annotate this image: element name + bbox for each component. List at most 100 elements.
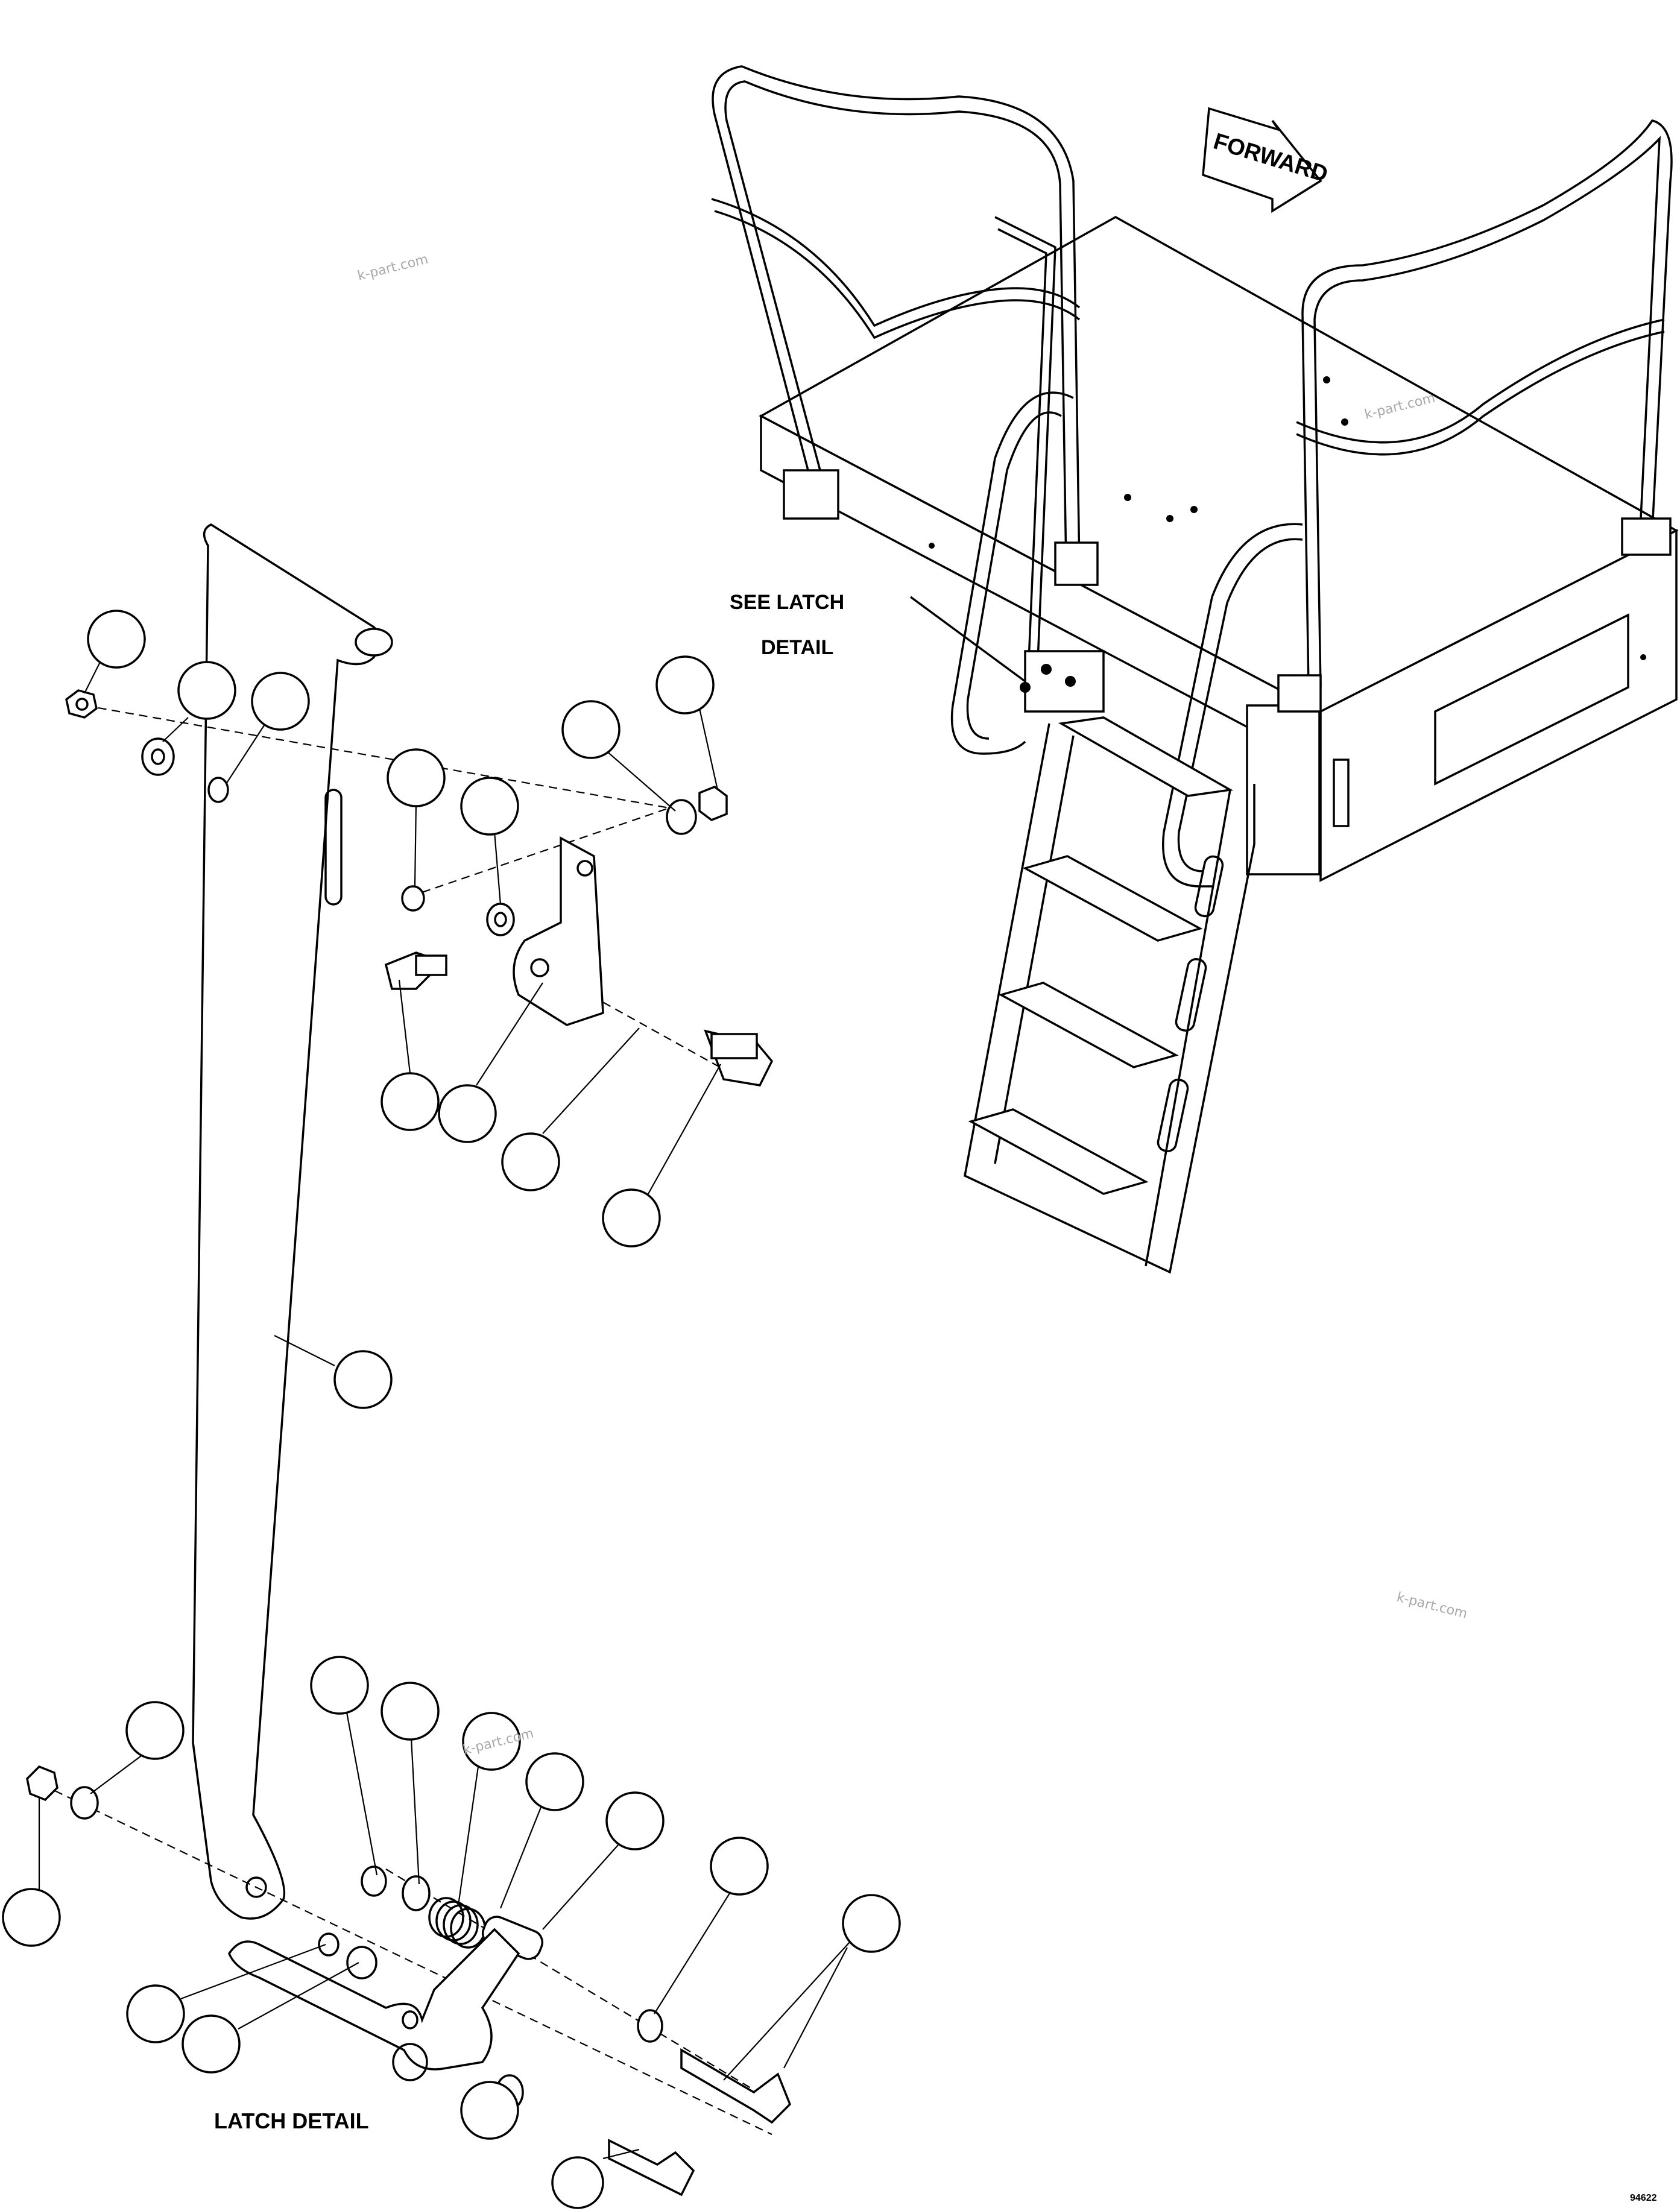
stringer-slot [1175, 958, 1207, 1032]
deck-hole [1323, 376, 1330, 383]
callout-bubble [381, 1682, 440, 1741]
callout-bubble [387, 748, 446, 807]
hex-nut [698, 786, 728, 821]
flat-washer-bore [151, 748, 165, 765]
left-handrail [724, 80, 1067, 567]
rail-clamp [783, 469, 839, 520]
flat-washer [70, 1786, 99, 1820]
callout-bubble [551, 2156, 604, 2209]
flat-washer [666, 799, 697, 835]
hex-bolt [680, 2048, 792, 2124]
upper-hardware-group [65, 689, 774, 1087]
bolt-shank [415, 954, 447, 976]
rail-clamp [1621, 517, 1672, 556]
bolt [1041, 664, 1052, 675]
right-handrail-down [1162, 523, 1303, 888]
stringer-slot [1157, 1079, 1189, 1152]
callout-bubble [182, 2014, 241, 2074]
bolt [1020, 682, 1031, 693]
hex-nut [26, 1765, 58, 1802]
bolt-shank [710, 1033, 758, 1059]
bracket-hole [576, 860, 593, 877]
callout-bubble [710, 1837, 769, 1896]
handrail-crossbar [714, 210, 1081, 339]
lock-washer [401, 885, 425, 912]
latch-hole [402, 2010, 418, 2030]
see-latch-leader [909, 596, 1026, 683]
hex-nut-bore [75, 698, 89, 711]
callout-bubble [126, 1984, 185, 2043]
callout-bubble [177, 661, 236, 720]
stair-tread [998, 982, 1179, 1068]
callout-bubble [561, 700, 621, 759]
stair-stringer [994, 735, 1075, 1164]
step-platform-assembly: FORWARD SEE LATCH DETAIL [711, 65, 1679, 1274]
see-latch-label-line1: SEE LATCH [730, 591, 844, 614]
right-crossbar [1296, 330, 1665, 456]
deck-hole [1124, 494, 1131, 501]
callout-bubble [87, 610, 146, 669]
latch-block [1333, 759, 1350, 827]
stair-tread [1058, 716, 1234, 797]
right-crossbar [1296, 318, 1665, 444]
callout-bubbles [2, 610, 901, 2209]
forward-arrow: FORWARD [1202, 107, 1331, 213]
rail-clamp [1054, 541, 1099, 586]
latch-detail-label: LATCH DETAIL [214, 2108, 369, 2133]
right-handrail [1301, 119, 1673, 688]
center-line [578, 988, 742, 1080]
flat-washer [402, 1875, 431, 1911]
front-handrail [950, 391, 1074, 755]
center-line [422, 807, 670, 894]
callout-bubble [462, 1712, 521, 1771]
callout-bubble [525, 1752, 584, 1811]
lock-washer [207, 777, 229, 803]
latch-detail-hardware: LATCH DETAIL [26, 1765, 792, 2197]
callout-bubble [655, 655, 715, 714]
lever-tube-end [355, 628, 393, 657]
hex-nut [65, 689, 98, 719]
callout-bubble [605, 1791, 665, 1850]
hex-bolt [608, 2139, 695, 2197]
latch-rod [997, 228, 1047, 676]
drawing-number: 94622 [1630, 2193, 1657, 2203]
lock-washer [361, 1866, 387, 1897]
left-handrail [712, 65, 1081, 567]
callout-bubble [333, 1350, 393, 1409]
latch-tube-end [392, 2043, 428, 2081]
stair-tread [968, 1108, 1149, 1195]
stair-stringer [1145, 789, 1231, 1267]
callout-bubble [460, 777, 519, 836]
deck-hole [1190, 506, 1198, 513]
stringer-slot [1194, 855, 1224, 918]
flat-washer [141, 737, 175, 776]
deck-hole [1166, 515, 1173, 522]
latch-body [228, 1928, 520, 2071]
bushing [318, 1932, 339, 1957]
callout-bubble [842, 1894, 901, 1953]
front-handrail [966, 411, 1062, 740]
right-handrail-down [1177, 538, 1303, 872]
callout-bubble [438, 1084, 497, 1143]
side-plate [1434, 613, 1629, 786]
callout-bubble [602, 1188, 661, 1247]
callout-bubble [310, 1656, 369, 1715]
bolt [1065, 676, 1076, 687]
stair-stringer [964, 723, 1255, 1274]
callout-bubble [2, 1888, 61, 1947]
callout-bubble [501, 1132, 560, 1191]
spacer [346, 1946, 377, 1979]
flat-washer-bore [494, 912, 507, 927]
callout-bubble [125, 1701, 185, 1760]
stair-tread [1022, 855, 1203, 942]
lever-slot [324, 789, 343, 906]
mounting-bracket [513, 836, 604, 1026]
bracket-hole [530, 958, 549, 977]
flat-washer [637, 2009, 663, 2043]
torsion-spring [428, 1897, 486, 1949]
flat-washer [486, 903, 515, 936]
rail-clamp [1277, 674, 1322, 713]
callout-bubble [460, 2081, 519, 2140]
see-latch-label-line2: DETAIL [761, 636, 833, 659]
